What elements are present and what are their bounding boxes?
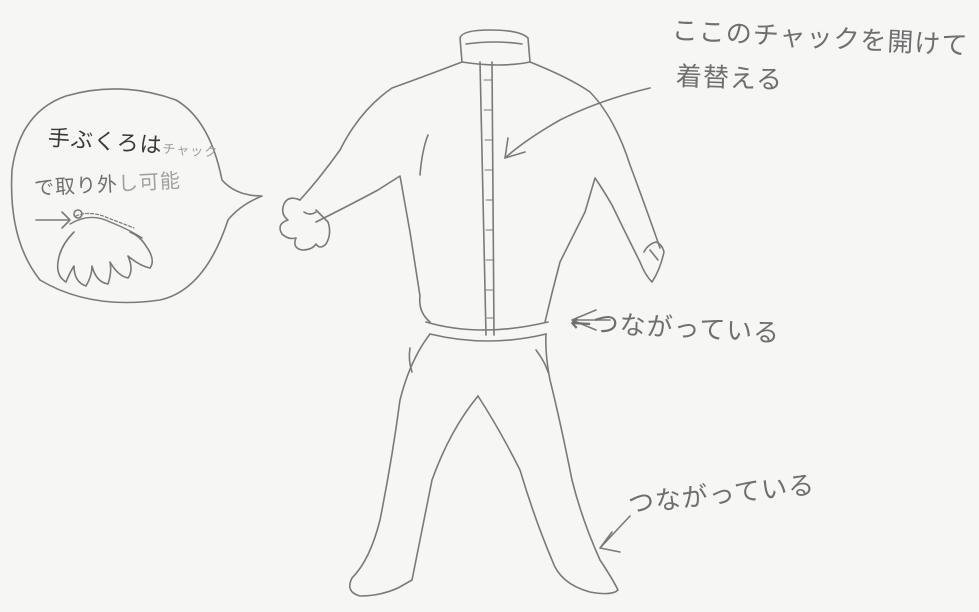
waist-arrow [571,309,611,331]
zipper [479,61,495,336]
left-glove [279,197,331,251]
right-glove [639,241,665,283]
zipper-arrow [504,87,651,159]
jacket-body [299,61,661,342]
feet-arrow [599,515,631,553]
collar [459,29,531,66]
zipper-note-line2: 着替える [675,62,784,96]
trousers [349,333,619,597]
bubble-line2-faint: し可能 [117,168,182,196]
bubble-line2-dark: で取り外 [33,171,119,200]
speech-bubble [10,88,263,304]
bubble-line1-faint: チャック [161,142,219,161]
